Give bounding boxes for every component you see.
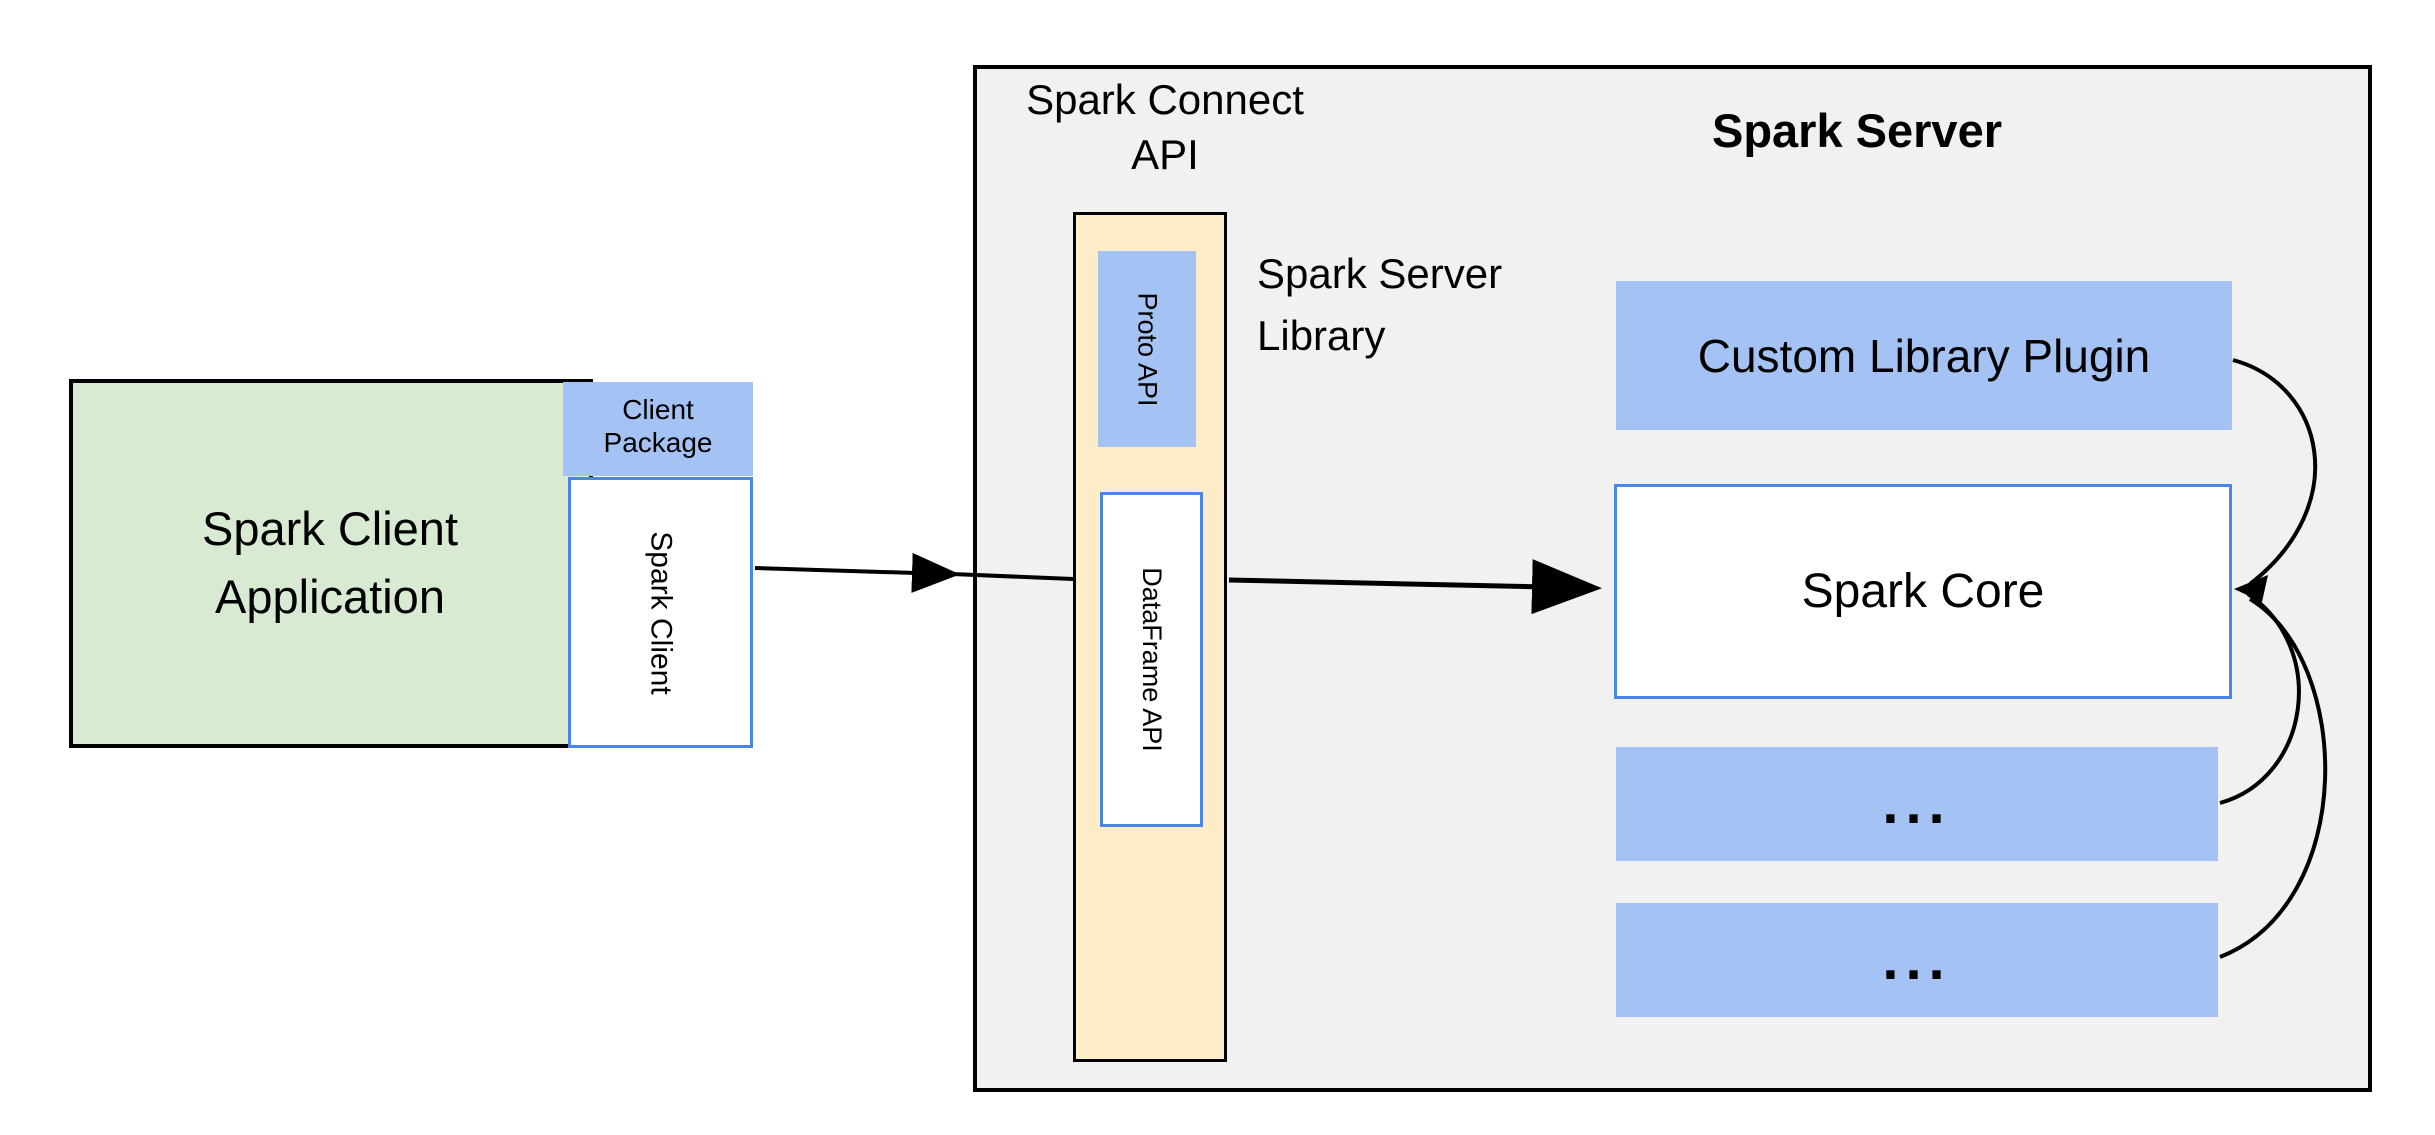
custom-library-plugin-box: Custom Library Plugin bbox=[1616, 281, 2232, 430]
spark-client-label: Spark Client bbox=[644, 530, 678, 695]
arrow-client-to-connect-api bbox=[754, 552, 960, 593]
plugin-placeholder-box-2: ... bbox=[1616, 903, 2218, 1017]
spark-client-box: Spark Client bbox=[568, 477, 753, 748]
client-package-label: Client Package bbox=[603, 394, 713, 458]
spark-client-application-label: Spark Client Application bbox=[202, 502, 458, 623]
plugin-placeholder-box-1: ... bbox=[1616, 747, 2218, 861]
client-package-box bbox=[563, 382, 753, 476]
ellipsis-label-2: ... bbox=[1882, 927, 1952, 992]
dataframe-api-label: DataFrame API bbox=[1137, 567, 1168, 752]
spark-core-box: Spark Core bbox=[1614, 484, 2232, 699]
spark-client-application-box bbox=[69, 379, 593, 748]
custom-library-plugin-label: Custom Library Plugin bbox=[1697, 329, 2151, 382]
ellipsis-label-1: ... bbox=[1882, 771, 1952, 836]
spark-server-title: Spark Server bbox=[1711, 104, 2003, 157]
proto-api-box: Proto API bbox=[1098, 251, 1196, 447]
spark-server-library-label: Spark Server Library bbox=[1257, 250, 1503, 359]
spark-connect-api-label: Spark Connect API bbox=[1026, 76, 1304, 178]
dataframe-api-box: DataFrame API bbox=[1100, 492, 1203, 827]
spark-core-label: Spark Core bbox=[1801, 565, 2045, 618]
proto-api-label: Proto API bbox=[1132, 291, 1163, 407]
